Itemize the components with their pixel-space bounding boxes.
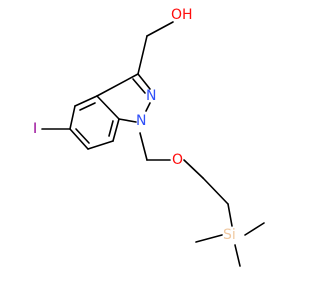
bond-c6-c5 bbox=[69, 128, 89, 150]
bond-c7-c6 bbox=[69, 105, 76, 130]
bond-n2-n1 bbox=[145, 102, 151, 112]
bond-ch2-ch2 bbox=[202, 177, 229, 205]
bond-c3a-c7a bbox=[96, 95, 120, 120]
bond-si-methyl-right bbox=[244, 222, 265, 236]
bond-inner-2 bbox=[75, 128, 90, 144]
hydroxyl-label: OH bbox=[171, 7, 193, 23]
bond-si-methyl-down bbox=[234, 244, 241, 267]
bond-ch2-si bbox=[227, 203, 233, 227]
bond-c3-n2-a bbox=[137, 73, 151, 90]
bond-c4-c3a bbox=[112, 118, 120, 142]
iodine-label: I bbox=[33, 121, 37, 137]
bond-ch2-oh bbox=[146, 21, 174, 37]
atom-labels: OH N N I O Si bbox=[33, 7, 236, 243]
bond-c5-c4 bbox=[87, 140, 114, 150]
bond-inner-1 bbox=[79, 102, 96, 111]
nitrogen-2-label: N bbox=[146, 88, 156, 104]
silicon-label: Si bbox=[223, 227, 236, 243]
bond-c3-ch2 bbox=[137, 35, 148, 75]
bond-si-methyl-left bbox=[195, 234, 223, 243]
bond-inner-3 bbox=[108, 120, 114, 137]
bond-c7a-c7 bbox=[74, 95, 98, 107]
molecule-structure: OH N N I O Si bbox=[33, 7, 265, 267]
ether-oxygen-label: O bbox=[172, 152, 183, 168]
bond-c7a-c3 bbox=[96, 73, 139, 97]
nitrogen-1-label: N bbox=[136, 113, 146, 129]
bond-c3-n2-b bbox=[132, 78, 146, 94]
bond-o-ch2 bbox=[183, 159, 204, 179]
bond-n1-c3a bbox=[118, 118, 137, 123]
bond-n1-ch2 bbox=[139, 132, 148, 161]
bonds bbox=[41, 21, 265, 267]
